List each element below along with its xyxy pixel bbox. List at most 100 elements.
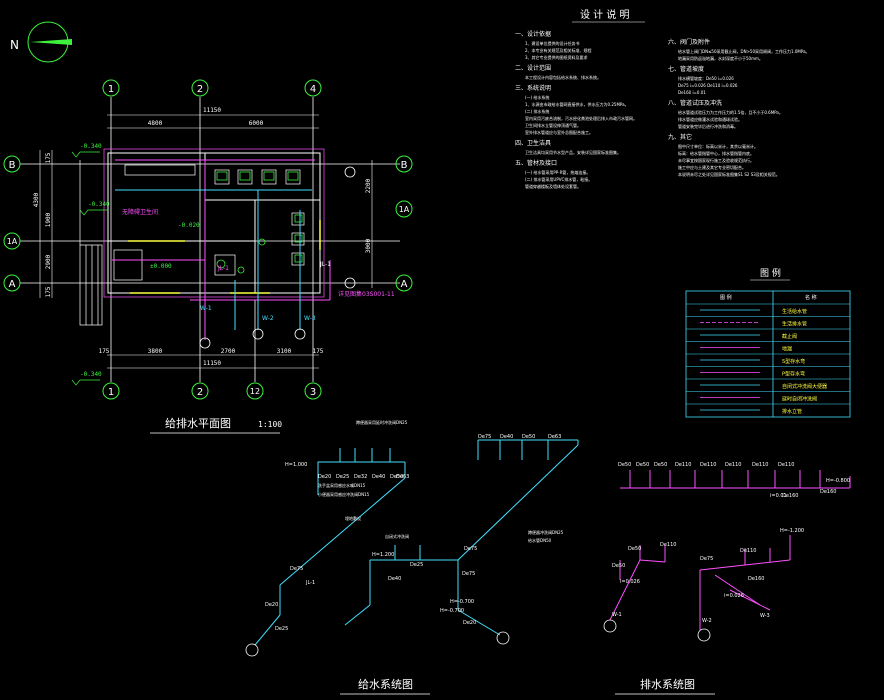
drain-label: De110 [778,462,794,468]
notes-heading: 六、阀门及附件 [668,38,710,46]
dim-top-2: 6000 [249,120,264,127]
supply-label: H=-0.700 [450,599,474,605]
notes-line: 排水管道应做灌水试验和通球试验。 [678,116,742,122]
dim-right-2: 3000 [365,238,372,253]
supply-note: 埋地敷设 [345,515,361,521]
notes-line: 3、其它专业提供的图纸资料及要求 [525,54,588,60]
supply-label: De75 [290,566,303,572]
notes-line: 本说明未尽之处详见国家标准图集S1 S2 S3及相关规范。 [678,171,780,177]
notes-line: 图中尺寸单位：标高以米计，其余以毫米计。 [678,143,758,149]
drain-label: De75 [700,556,713,562]
level-2: -0.340 [88,201,110,208]
supply-note: 洗手盆采用感应水嘴DN15 [318,482,366,488]
notes-line: 1、建设单位提供的设计任务书 [525,40,580,46]
drain-label: De160 [748,576,764,582]
legend-row-name: 排水立管 [782,408,802,415]
axis-bottom-2: 2 [197,387,203,398]
notes-line: (一) 给水管采用PP-R管，热熔连接。 [525,169,590,175]
supply-label: H=-0.700 [440,608,464,614]
notes-heading: 二、设计范围 [515,64,551,72]
axis-top-4: 4 [310,84,316,95]
supply-note: 自闭式冲洗阀 [385,533,409,539]
legend-title: 图 例 [760,267,781,279]
notes-line: 室内采用污废合流制，污水经化粪池处理后排入市政污水管网。 [525,115,637,121]
drain-label: De110 [675,462,691,468]
supply-label: De63 [548,434,561,440]
supply-label: JL-1 [305,580,315,586]
dim-top-total: 11150 [203,107,221,114]
legend-row-name: 自闭式冲洗阀大便器 [782,383,827,390]
level-3: ±0.000 [150,263,172,270]
notes-line: 1、水源由市政给水管网直接供水，供水压力为0.25MPa。 [525,101,629,107]
notes-line: 给水管上阀门DN≤50采用截止阀，DN>50采用闸阀，工作压力1.0MPa。 [678,48,810,54]
drain-label: De50 [618,462,631,468]
drain-label: W-1 [612,612,622,618]
supply-label: De75 [462,571,475,577]
dim-bottom-1: 175 [99,348,110,355]
notes-line: (二) 排水系统 [525,108,549,114]
supply-label: H=1.000 [285,462,307,468]
axis-left-b: B [9,160,16,171]
legend-row-name: 延时自闭冲洗阀 [782,396,817,403]
axis-bottom-1: 1 [108,387,114,398]
notes-line: 管道穿越楼板及墙体处设套管。 [525,183,581,189]
plan-scale: 1:100 [258,420,282,429]
drain-label: De110 [725,462,741,468]
level-1: -0.340 [80,143,102,150]
axis-right-1a: 1A [399,205,410,214]
supply-label: De25 [275,626,288,632]
drain-label: De110 [740,548,756,554]
legend-row-name: 地漏 [782,346,792,353]
drainage-title: 排水系统图 [640,677,695,691]
pipe-marker-w1: W-1 [200,305,212,312]
dim-left-1: 175 [45,152,52,163]
water-supply-notes: 蹲便器采用延时冲洗阀DN25洗手盆采用感应水嘴DN15小便器采用感应冲洗阀DN1… [318,419,564,543]
supply-label: De40 [500,434,513,440]
dim-bottom-2: 3800 [148,348,163,355]
supply-note: 蹲便器冲洗阀DN25 [528,529,564,535]
design-notes-title: 设 计 说 明 [580,8,630,21]
plan-drawing: 1 2 4 1 2 12 3 B 1A A B 1A A 11150 4800 [3,79,413,400]
notes-line: 2、本专业有关规范及相关标准、规程 [525,47,592,53]
drain-label: De50 [654,462,667,468]
drain-label: De50 [636,462,649,468]
dim-left-2: 4300 [33,192,40,207]
dim-left-5: 175 [45,286,52,297]
supply-label: De75 [478,434,491,440]
supply-label: De20 [265,602,278,608]
plan-bottom-note: 详见图集03S001-11 [338,290,395,298]
legend: 图 例 图 例 名 称 生活给水管生活排水管截止阀地漏S型存水弯P型存水弯自闭式… [685,267,851,418]
room-note-accessible: 无障碍卫生间 [122,208,158,216]
supply-label: De25 [410,562,423,568]
notes-line: 标高：给水管指管中心，排水管指管内底。 [678,150,754,156]
supply-label: De20 [463,620,476,626]
axis-bottom-3: 3 [310,387,316,398]
legend-row-name: 生活排水管 [782,321,807,328]
legend-header-name: 名 称 [805,294,817,301]
design-notes-right-column: 六、阀门及附件给水管上阀门DN≤50采用截止阀，DN>50采用闸阀，工作压力1.… [668,38,810,177]
dim-bottom-5: 175 [313,348,324,355]
axis-top-1: 1 [108,84,114,95]
drain-label: W-3 [760,613,770,619]
notes-line: 室外排水管道应与室外总图配合施工。 [525,129,593,135]
design-notes: 设 计 说 明 一、设计依据1、建设单位提供的设计任务书2、本专业有关规范及相关… [515,8,810,189]
notes-heading: 九、其它 [668,133,692,141]
notes-heading: 五、管材及接口 [515,159,557,167]
dim-left-3: 1900 [45,212,52,227]
supply-note: 给水管DN50 [528,537,552,543]
dim-left-4: 2900 [45,254,52,269]
dim-bottom-3: 2700 [221,348,236,355]
pipe-marker-jl1: JL-1 [319,261,331,268]
drain-label: De160 [820,489,836,495]
supply-label: H=1.200 [372,552,394,558]
notes-line: 施工中应与土建及其它专业密切配合。 [678,164,746,170]
drain-label: De110 [752,462,768,468]
notes-line: De160 i=0.01 [678,90,706,95]
drain-label: i=0.026 [724,593,744,599]
supply-label: De20 [318,474,331,480]
notes-line: 管道安装完毕后进行冲洗和消毒。 [678,123,738,129]
notes-heading: 七、管道坡度 [668,65,704,73]
supply-label: De63 [396,474,409,480]
